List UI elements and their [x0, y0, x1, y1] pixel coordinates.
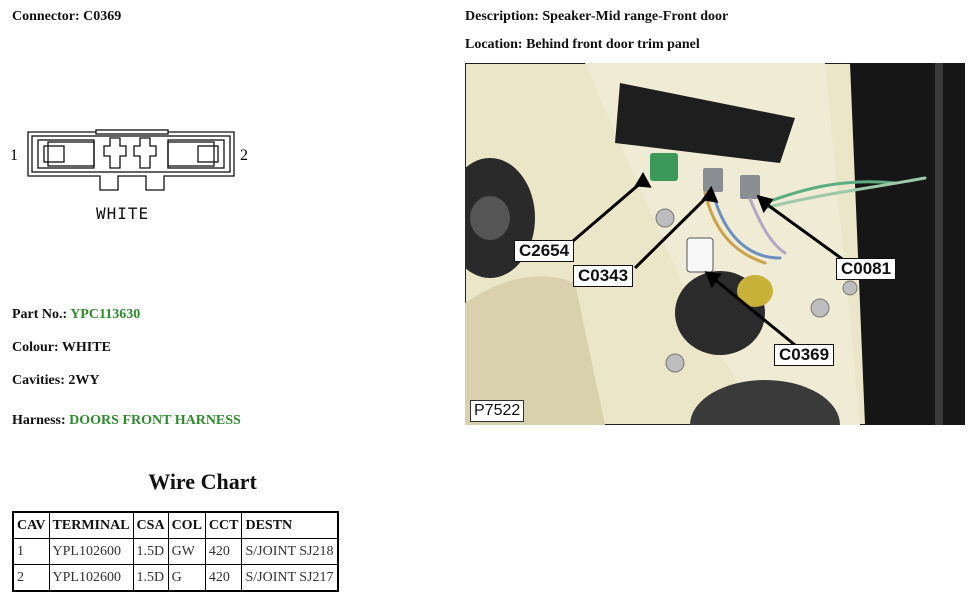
cell-csa: 1.5D	[132, 538, 169, 565]
door-frame	[850, 63, 965, 425]
location-value: Behind front door trim panel	[526, 37, 700, 52]
cell-terminal: YPL102600	[48, 538, 134, 565]
cavities-line: Cavities: 2WY	[12, 373, 100, 389]
callout-c0343: C0343	[573, 265, 634, 287]
part-number-line: Part No.: YPC113630	[12, 307, 140, 323]
cavities-label: Cavities:	[12, 373, 65, 388]
connector-colour-label: WHITE	[96, 204, 150, 223]
colour-label: Colour:	[12, 340, 59, 355]
cell-col: GW	[167, 538, 206, 565]
connector-face-diagram: 1 2	[10, 129, 248, 191]
cell-destn: S/JOINT SJ217	[241, 564, 339, 592]
location-label: Location:	[465, 37, 523, 52]
wire-chart-table: CAV TERMINAL CSA COL CCT DESTN 1 YPL1026…	[12, 511, 339, 592]
callout-c2654: C2654	[514, 240, 575, 262]
part-number-label: Part No.:	[12, 307, 68, 322]
connector-housing	[27, 131, 235, 191]
description-line: Description: Speaker-Mid range-Front doo…	[465, 9, 728, 25]
wire-chart-title: Wire Chart	[148, 469, 257, 494]
header-col: COL	[167, 511, 206, 539]
cell-cct: 420	[204, 564, 243, 592]
cavity-2	[167, 139, 225, 169]
cell-terminal: YPL102600	[48, 564, 134, 592]
cell-cct: 420	[204, 538, 243, 565]
location-line: Location: Behind front door trim panel	[465, 37, 700, 53]
cell-cav: 2	[12, 564, 50, 592]
part-number-value: YPC113630	[70, 307, 141, 322]
callout-c0369: C0369	[774, 344, 835, 366]
harness-label: Harness:	[12, 413, 66, 428]
header-csa: CSA	[132, 511, 169, 539]
header-cav: CAV	[12, 511, 50, 539]
key-left	[103, 137, 127, 169]
header-terminal: TERMINAL	[48, 511, 134, 539]
description-label: Description:	[465, 9, 539, 24]
cell-col: G	[167, 564, 206, 592]
pin-1-label: 1	[10, 147, 18, 164]
cell-cav: 1	[12, 538, 50, 565]
colour-line: Colour: WHITE	[12, 340, 111, 356]
cavity-1	[37, 139, 95, 169]
header-destn: DESTN	[241, 511, 339, 539]
cavities-value: 2WY	[68, 373, 100, 388]
cell-destn: S/JOINT SJ218	[241, 538, 339, 565]
colour-value: WHITE	[61, 340, 111, 355]
photo-reference: P7522	[470, 400, 525, 422]
wire-chart-header-row: CAV TERMINAL CSA COL CCT DESTN	[12, 511, 339, 539]
description-value: Speaker-Mid range-Front door	[542, 9, 729, 24]
connector-label: Connector:	[12, 9, 80, 24]
harness-value: DOORS FRONT HARNESS	[69, 413, 241, 428]
white-connector	[686, 237, 714, 273]
pin-2-label: 2	[240, 147, 248, 164]
connector-value: C0369	[83, 9, 122, 24]
connector-heading: Connector: C0369	[12, 9, 121, 25]
green-connector	[650, 153, 678, 181]
grey-connector-c0081	[740, 175, 760, 199]
table-row: 1 YPL102600 1.5D GW 420 S/JOINT SJ218	[12, 538, 339, 565]
cell-csa: 1.5D	[132, 564, 169, 592]
callout-c0081: C0081	[836, 258, 897, 280]
header-cct: CCT	[204, 511, 243, 539]
grey-connector-c0343	[703, 168, 723, 192]
table-row: 2 YPL102600 1.5D G 420 S/JOINT SJ217	[12, 564, 339, 592]
harness-line: Harness: DOORS FRONT HARNESS	[12, 413, 241, 429]
key-right	[133, 137, 157, 169]
connector-bracket	[615, 83, 795, 163]
